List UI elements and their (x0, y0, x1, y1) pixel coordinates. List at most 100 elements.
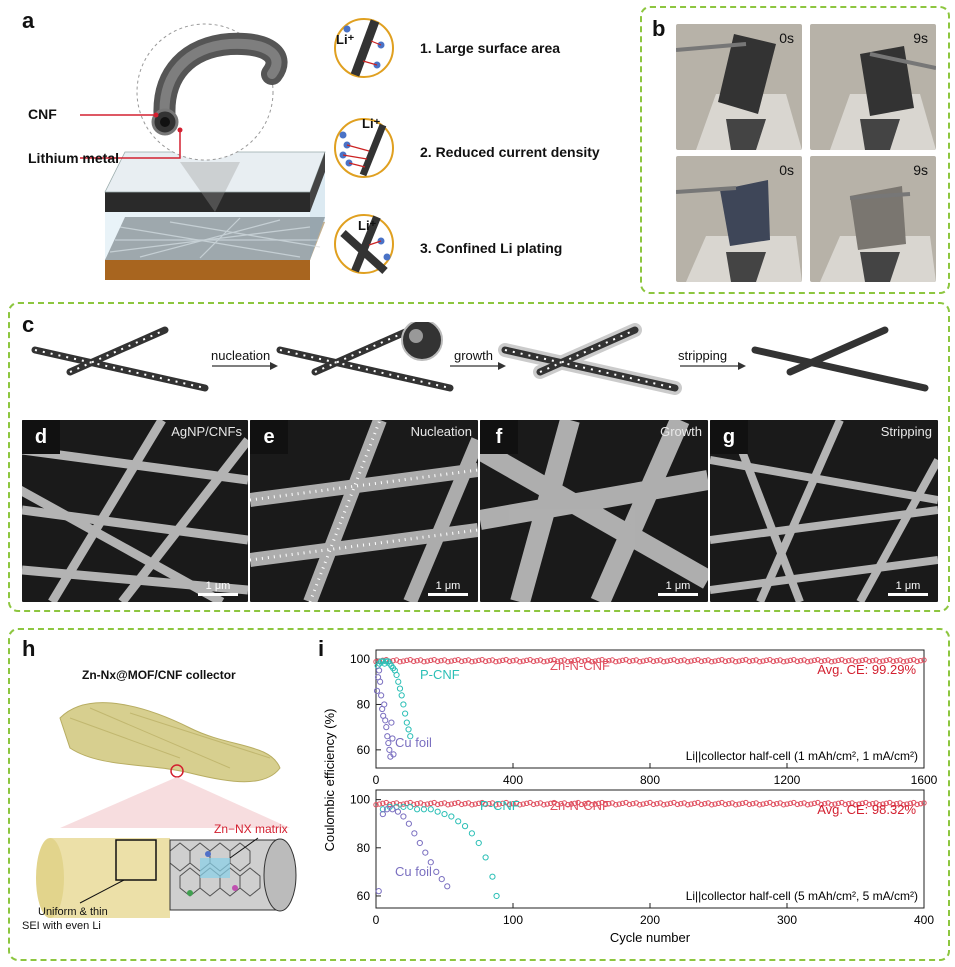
point-1-0-75 (630, 800, 636, 807)
point-0-0-93 (691, 657, 698, 664)
collector-title: Zn-Nx@MOF/CNF collector (82, 668, 236, 682)
point-1-0-110 (750, 800, 756, 807)
point-1-1-14 (475, 839, 482, 847)
point-1-0-44 (524, 800, 530, 807)
panel-f-letter: f (480, 420, 518, 454)
point-0-0-160 (921, 657, 927, 663)
point-0-1-16 (402, 710, 409, 717)
point-0-0-63 (589, 659, 595, 665)
point-0-0-158 (914, 658, 920, 665)
point-1-0-113 (760, 801, 766, 807)
point-1-1-13 (468, 830, 475, 837)
point-1-0-46 (530, 801, 537, 808)
point-0-0-89 (678, 657, 684, 664)
point-0-2-4 (378, 692, 385, 699)
point-1-0-93 (691, 800, 698, 807)
point-1-0-134 (832, 801, 838, 807)
point-1-0-89 (678, 800, 684, 807)
point-1-0-144 (866, 801, 872, 808)
point-0-0-159 (917, 657, 924, 664)
point-0-0-105 (732, 659, 739, 665)
point-0-2-14 (388, 719, 395, 726)
point-0-0-9 (404, 657, 410, 664)
point-1-0-54 (558, 800, 564, 807)
point-0-0-23 (452, 657, 458, 664)
series-label-0-2: Cu foil (395, 735, 432, 750)
point-0-0-65 (595, 657, 602, 664)
point-1-0-36 (496, 801, 503, 807)
panel-i-letter: i (318, 636, 325, 661)
point-1-0-5 (390, 800, 396, 807)
point-1-0-19 (438, 800, 444, 807)
series-label-0-1: P-CNF (420, 667, 460, 682)
point-0-0-152 (893, 657, 900, 664)
point-1-0-49 (541, 802, 547, 808)
point-0-0-11 (410, 658, 417, 665)
point-1-0-30 (476, 800, 482, 807)
point-1-0-72 (619, 800, 626, 807)
point-1-0-28 (469, 802, 475, 808)
point-1-0-43 (520, 801, 526, 807)
point-1-0-112 (756, 802, 763, 808)
point-0-0-151 (890, 658, 896, 665)
point-1-2-1 (379, 810, 386, 818)
li-ion-label-1: Li⁺ (336, 32, 355, 47)
point-0-0-140 (852, 659, 859, 665)
step-stripping-label: stripping (678, 348, 728, 363)
point-1-0-68 (606, 800, 612, 807)
point-1-0-15 (424, 801, 431, 807)
series-label-1-2: Cu foil (395, 864, 432, 879)
xtick-label-0-2: 800 (640, 773, 660, 787)
point-0-2-12 (386, 746, 393, 753)
point-1-1-7 (427, 806, 434, 813)
zn-matrix-label: Zn−NX matrix (214, 822, 288, 836)
point-0-0-148 (880, 658, 886, 664)
point-1-0-12 (414, 800, 420, 807)
xtick-label-1-1: 100 (503, 913, 523, 927)
point-0-0-134 (832, 658, 838, 664)
point-0-0-14 (421, 659, 427, 665)
point-0-0-84 (661, 659, 667, 665)
point-0-0-91 (684, 659, 691, 665)
point-1-0-70 (613, 802, 619, 808)
condition-label-0: Li||collector half-cell (1 mAh/cm², 1 mA… (686, 749, 918, 763)
point-0-0-21 (445, 659, 451, 665)
point-0-0-142 (859, 657, 866, 664)
point-1-0-131 (821, 800, 828, 807)
point-0-0-18 (434, 658, 441, 665)
xtick-label-0-4: 1600 (911, 773, 938, 787)
point-1-0-123 (794, 801, 800, 808)
point-1-2-12 (438, 876, 445, 883)
point-1-1-11 (455, 818, 462, 825)
point-1-0-114 (763, 800, 770, 807)
point-0-0-124 (798, 657, 804, 664)
ytick-label-1-1: 80 (357, 841, 371, 855)
point-1-0-77 (637, 802, 643, 808)
point-1-0-147 (876, 802, 883, 808)
sem-d-title: AgNP/CNFs (171, 424, 242, 439)
point-1-2-3 (389, 806, 396, 813)
x-axis-label: Cycle number (610, 930, 691, 945)
xtick-label-1-3: 300 (777, 913, 797, 927)
point-0-0-8 (400, 658, 407, 664)
point-0-1-17 (403, 719, 410, 726)
point-0-0-88 (674, 658, 681, 665)
ytick-label-0-1: 80 (357, 697, 371, 711)
point-0-2-9 (383, 724, 390, 731)
point-1-0-159 (917, 800, 924, 807)
xtick-label-1-4: 400 (914, 913, 934, 927)
point-0-0-39 (506, 658, 513, 665)
process-schematic (31, 322, 929, 395)
point-0-0-15 (424, 658, 431, 664)
point-0-0-114 (763, 657, 770, 664)
sem-image-g: g Stripping 1 μm (710, 420, 938, 602)
point-0-0-36 (496, 658, 503, 664)
ytick-label-0-0: 60 (357, 743, 371, 757)
point-1-0-142 (859, 800, 866, 807)
point-1-0-109 (746, 801, 753, 808)
point-1-2-13 (444, 883, 451, 890)
point-0-0-30 (476, 657, 482, 664)
advantage-3-text: 3. Confined Li plating (420, 240, 563, 256)
wetting-photo-1: 0s (676, 24, 802, 150)
point-0-0-78 (640, 658, 646, 664)
